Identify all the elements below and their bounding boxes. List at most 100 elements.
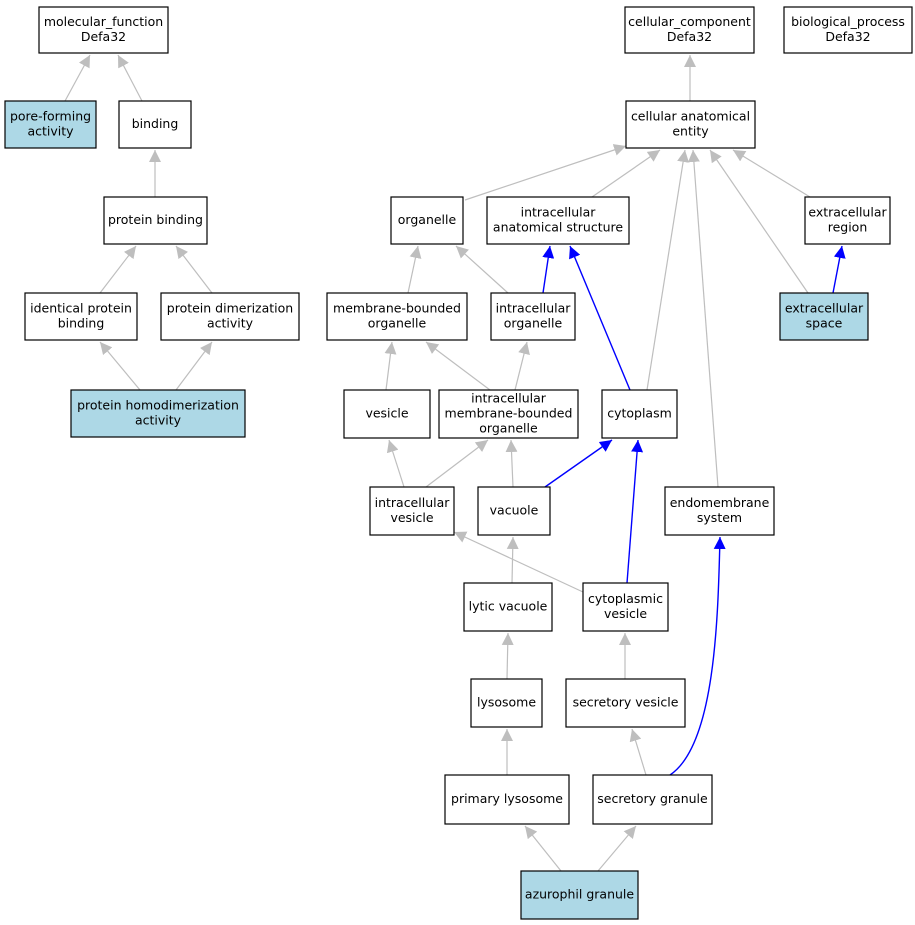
node-label: cellular_component <box>628 14 751 29</box>
edge-cytoplasm-to-cellular-anatomical-entity <box>646 149 690 391</box>
edge-vesicle-to-membrane-bounded-organelle <box>384 341 397 391</box>
node-box[interactable] <box>486 196 630 245</box>
node-box[interactable] <box>438 389 579 439</box>
node-box[interactable] <box>118 100 192 149</box>
edge-intracellular-mbo-to-intracellular-organelle <box>514 341 530 391</box>
node-box[interactable] <box>592 774 713 825</box>
node-label: membrane-bounded <box>445 406 573 421</box>
node-label: intracellular <box>375 495 451 510</box>
edge-secretory-granule-to-secretory-vesicle <box>629 728 647 776</box>
node-box[interactable] <box>490 292 576 341</box>
node-label: intracellular <box>471 391 547 406</box>
node-label: region <box>828 220 868 235</box>
node-label: secretory vesicle <box>573 695 679 710</box>
edge-endomembrane-system-to-cellular-anatomical-entity <box>687 149 719 488</box>
node-box[interactable] <box>520 870 639 920</box>
node-azurophil-granule[interactable]: azurophil granule <box>520 870 639 920</box>
node-label: lysosome <box>477 695 536 710</box>
edge-extracellular-region-to-cellular-anatomical-entity <box>732 149 811 198</box>
node-lysosome[interactable]: lysosome <box>470 678 543 728</box>
node-cytoplasm[interactable]: cytoplasm <box>601 389 678 439</box>
edge-membrane-bounded-organelle-to-organelle <box>407 245 422 294</box>
edge-protein-dimerization-to-protein-binding <box>175 245 213 294</box>
node-box[interactable] <box>582 582 669 632</box>
node-box[interactable] <box>565 678 686 728</box>
node-label: organelle <box>504 316 563 331</box>
node-box[interactable] <box>470 678 543 728</box>
node-label: entity <box>672 124 709 139</box>
node-box[interactable] <box>444 774 570 825</box>
node-label: organelle <box>479 421 538 436</box>
edge-vacuole-to-intracellular-mbo <box>505 439 518 488</box>
node-box[interactable] <box>664 486 775 536</box>
node-lytic-vacuole[interactable]: lytic vacuole <box>463 582 553 632</box>
node-label: intracellular <box>496 301 572 316</box>
edge-secretory-granule-to-endomembrane-system <box>669 536 726 776</box>
edge-organelle-to-cellular-anatomical-entity <box>464 144 627 201</box>
node-label: binding <box>132 116 179 131</box>
node-box[interactable] <box>369 486 455 536</box>
node-box[interactable] <box>24 292 138 341</box>
node-label: system <box>697 510 742 525</box>
edge-intracellular-vesicle-to-intracellular-mbo <box>425 439 489 488</box>
node-label: Defa32 <box>825 29 870 44</box>
node-label: vesicle <box>604 606 647 621</box>
node-box[interactable] <box>601 389 678 439</box>
node-box[interactable] <box>38 6 169 54</box>
node-box[interactable] <box>326 292 468 341</box>
edge-intracellular-organelle-to-intracellular-anatomical-structure <box>542 245 555 294</box>
node-box[interactable] <box>160 292 300 341</box>
node-vacuole[interactable]: vacuole <box>477 486 551 536</box>
node-box[interactable] <box>625 100 756 149</box>
node-label: vesicle <box>365 406 408 421</box>
node-box[interactable] <box>624 6 755 54</box>
edge-extracellular-space-to-extracellular-region <box>832 245 846 294</box>
node-box[interactable] <box>779 292 869 341</box>
node-label: azurophil granule <box>525 887 634 902</box>
edge-lysosome-to-lytic-vacuole <box>501 632 514 680</box>
node-organelle[interactable]: organelle <box>390 196 464 245</box>
node-box[interactable] <box>343 389 431 439</box>
node-primary-lysosome[interactable]: primary lysosome <box>444 774 570 825</box>
node-vesicle[interactable]: vesicle <box>343 389 431 439</box>
node-box[interactable] <box>463 582 553 632</box>
node-secretory-vesicle[interactable]: secretory vesicle <box>565 678 686 728</box>
node-label: cytoplasmic <box>588 591 663 606</box>
node-protein-binding[interactable]: protein binding <box>103 196 208 245</box>
node-box[interactable] <box>804 196 891 245</box>
node-label: extracellular <box>808 205 887 220</box>
node-label: primary lysosome <box>451 791 563 806</box>
node-box[interactable] <box>4 100 97 149</box>
edge-intracellular-anatomical-structure-to-cellular-anatomical-entity <box>591 149 661 198</box>
node-label: lytic vacuole <box>469 599 548 614</box>
node-label: protein homodimerization <box>77 398 239 413</box>
node-secretory-granule[interactable]: secretory granule <box>592 774 713 825</box>
node-box[interactable] <box>783 6 913 54</box>
node-label: space <box>806 316 843 331</box>
node-box[interactable] <box>477 486 551 536</box>
node-box[interactable] <box>103 196 208 245</box>
node-box[interactable] <box>70 389 246 438</box>
node-binding[interactable]: binding <box>118 100 192 149</box>
node-box[interactable] <box>390 196 464 245</box>
edge-intracellular-vesicle-to-vesicle <box>386 439 405 488</box>
